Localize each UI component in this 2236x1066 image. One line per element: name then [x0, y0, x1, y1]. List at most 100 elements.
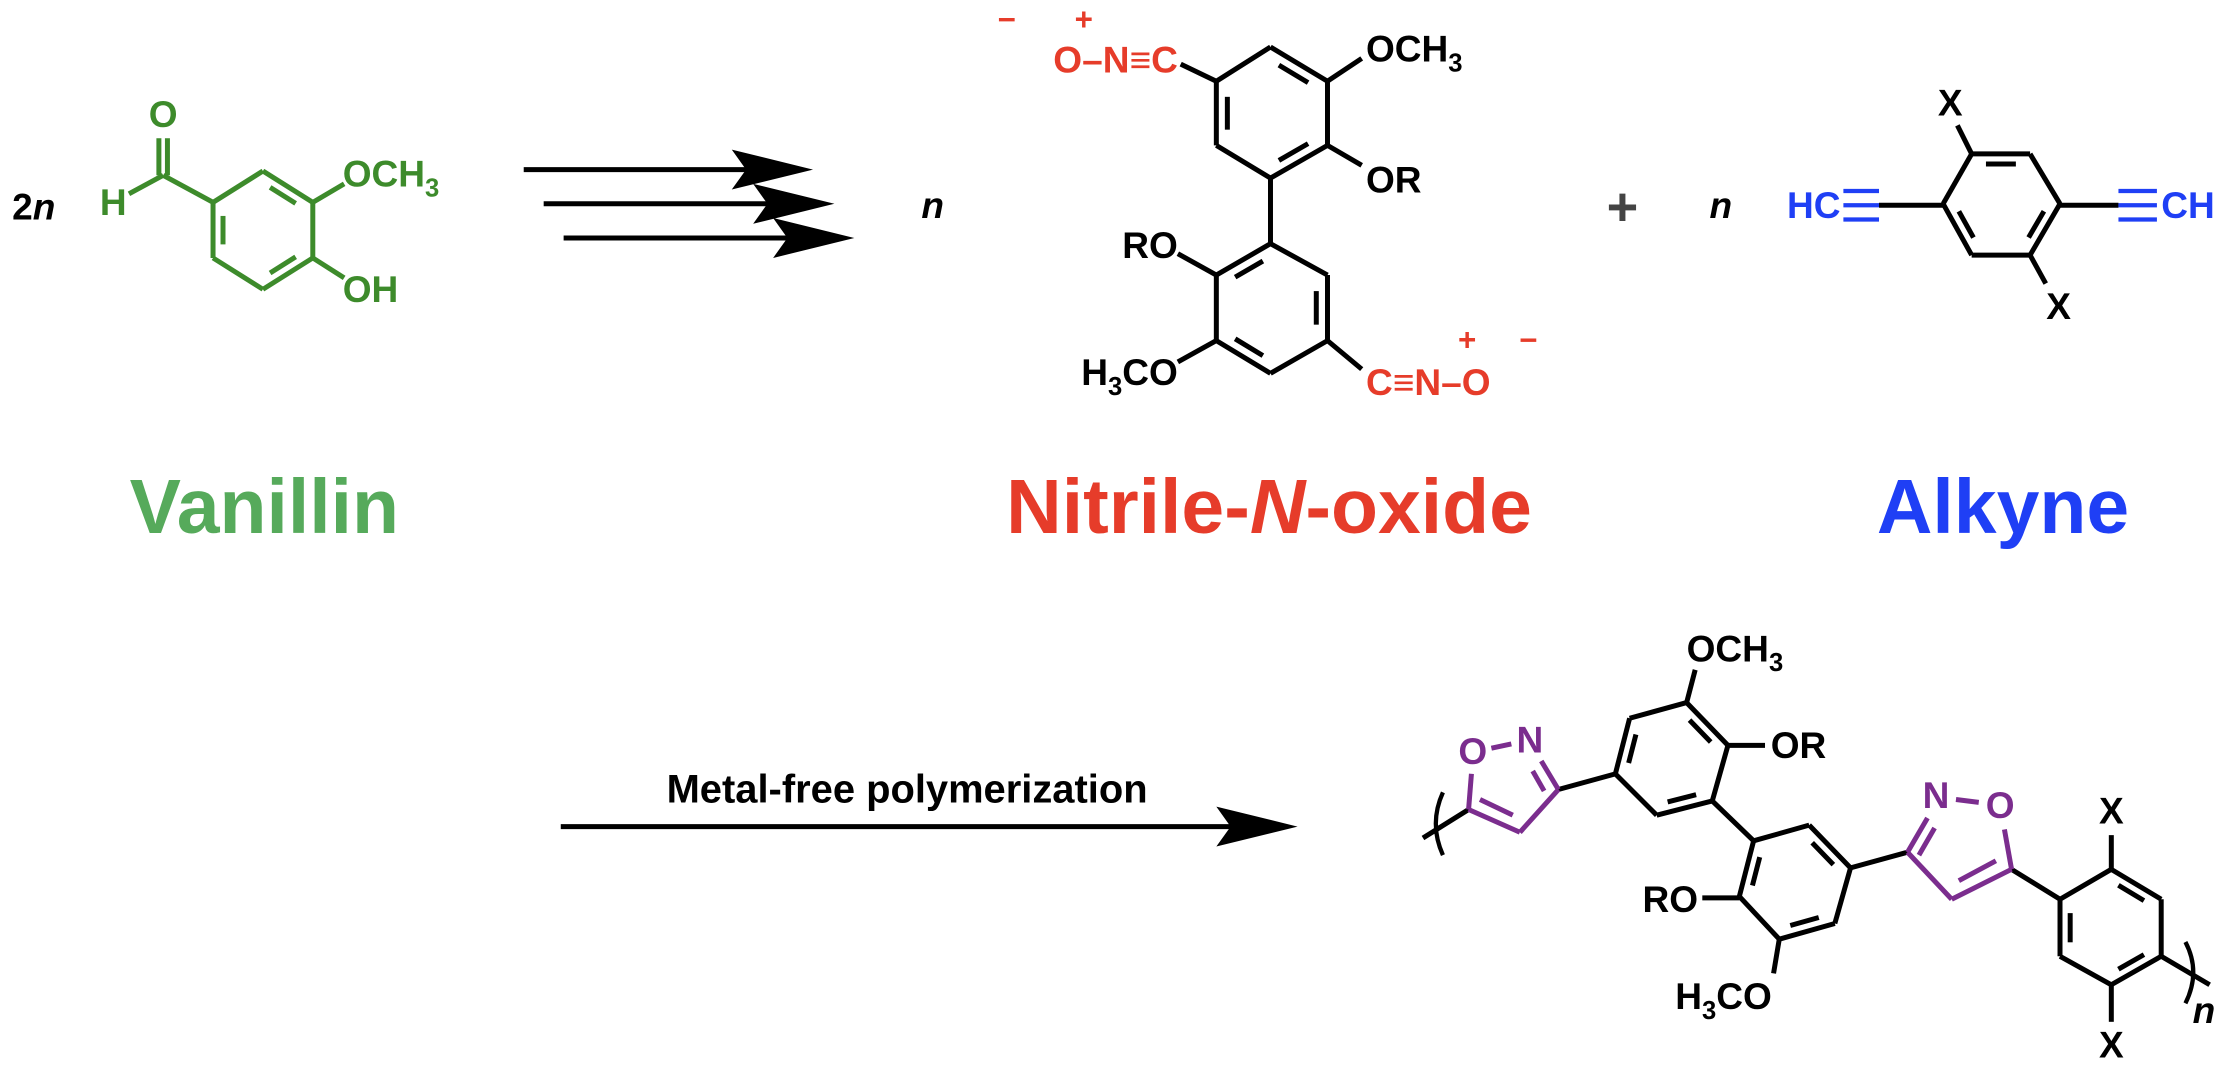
vanillin-ring-bond — [261, 168, 315, 205]
biphenyl-ring-bottom-bond — [1269, 338, 1329, 376]
biphenyl-ring-bottom-double-bond — [1233, 336, 1265, 358]
bond — [1955, 124, 1974, 156]
repeat-bracket-right — [2183, 941, 2196, 1005]
alkyne-ring-bond — [1940, 152, 1974, 206]
alkoxy-group: RO — [1642, 878, 1698, 920]
bond — [1905, 816, 1930, 854]
atom-h: H — [100, 181, 127, 223]
bond — [1326, 56, 1364, 84]
charge-minus: − — [1519, 323, 1537, 358]
substituent-x: X — [2099, 1023, 2124, 1065]
methoxy-group: OCH3 — [1687, 627, 1784, 677]
hydroxyl-group: OH — [343, 268, 399, 310]
bond — [161, 173, 215, 205]
alkoxy-group: OR — [1366, 158, 1422, 200]
alkyne-ring-bond — [2027, 202, 2063, 257]
charge-plus: + — [1075, 2, 1093, 37]
polymer-ring-2-bond — [1778, 921, 1836, 942]
bond — [1905, 850, 1954, 901]
polymer-ring-2-double-bond — [1789, 915, 1820, 928]
vanillin-coefficient: 2n — [12, 185, 55, 227]
biphenyl-ring-top-bond — [1269, 44, 1329, 84]
alkyne-label: Alkyne — [1877, 464, 2129, 550]
polymer-ring-1-bond — [1613, 772, 1659, 817]
bond — [127, 173, 165, 197]
polymer-phenylene-double-bond — [2117, 952, 2146, 972]
polymer-phenylene-bond — [2110, 954, 2163, 987]
bond — [1490, 741, 1512, 751]
bond — [311, 255, 346, 281]
step-arrow-1-head — [731, 149, 814, 190]
nitrile-oxide-group-top: O–N≡C — [1053, 39, 1178, 81]
polymer-ring-2-bond — [1832, 867, 1853, 925]
substituent-x: X — [2099, 790, 2124, 832]
bond — [1771, 938, 1782, 974]
nitrile-oxide-structure: O–N≡C − + OCH3 OR RO H3CO C≡N–O + − — [998, 2, 1538, 403]
substituent-x: X — [1938, 81, 1963, 123]
polymer-ring-1-bond — [1656, 798, 1713, 818]
alkyne-coefficient: n — [1710, 184, 1733, 226]
terminal-alkyne-left: HC — [1787, 184, 1841, 226]
bond — [1466, 773, 1474, 810]
polymer-ring-1-double-bond — [1667, 792, 1697, 805]
biphenyl-ring-bottom-bond — [1215, 241, 1272, 278]
nitrile-coefficient: n — [921, 184, 944, 226]
step-arrow-2-head — [753, 183, 835, 224]
bond — [1478, 797, 1514, 818]
methoxy-group: OCH3 — [343, 153, 440, 203]
bond — [1955, 797, 1980, 805]
vanillin-ring-double-bond — [268, 254, 297, 276]
vanillin-ring-bond — [261, 255, 315, 292]
polymer-ring-2-bond — [1737, 894, 1782, 941]
biphenyl-ring-top-bond — [1269, 143, 1329, 181]
reaction-condition: Metal-free polymerization — [667, 767, 1148, 811]
step-arrow-3-head — [773, 218, 855, 258]
bond — [1539, 759, 1561, 791]
vanillin-ring-bond — [211, 255, 265, 292]
methoxy-group: OCH3 — [1366, 27, 1463, 77]
biphenyl-ring-top-bond — [1215, 143, 1272, 181]
plus-sign: + — [1607, 177, 1639, 237]
polymer-ring-2-double-bond — [1810, 840, 1836, 867]
bond — [1557, 771, 1617, 792]
bond — [1179, 61, 1218, 84]
polymer-ring-1-bond — [1709, 744, 1731, 802]
polymer-phenylene-bond — [2058, 954, 2113, 987]
atom-o-carbonyl: O — [149, 93, 178, 135]
alkoxy-group: RO — [1122, 224, 1178, 266]
polymer-ring-2-bond — [1807, 823, 1853, 870]
biphenyl-ring-bottom-bond — [1269, 241, 1329, 278]
polymer-ring-2-bond — [1736, 840, 1757, 898]
bond — [2010, 867, 2062, 902]
polymer-structure: O N N O OCH3 OR RO H3CO X X n — [1433, 627, 2216, 1065]
repeat-unit-n: n — [2193, 989, 2216, 1031]
vanillin-structure: 2n H O OCH3 OH — [12, 93, 439, 310]
bond — [1684, 669, 1698, 704]
vanillin-label: Vanillin — [130, 464, 399, 550]
bond — [1518, 787, 1561, 834]
methoxy-group: H3CO — [1675, 975, 1772, 1025]
nitrile-oxide-label: Nitrile-N-oxide — [1006, 464, 1532, 550]
bond — [1916, 826, 1937, 857]
bond — [2159, 954, 2211, 987]
alkyne-ring-bond — [2027, 152, 2063, 206]
biphenyl-ring-top-double-bond — [1277, 141, 1310, 163]
bond — [1325, 338, 1364, 372]
isoxazole-o: O — [1458, 730, 1487, 772]
bond — [1176, 338, 1218, 365]
bond — [1326, 143, 1363, 168]
vanillin-ring-bond — [211, 168, 265, 205]
biphenyl-ring-top-bond — [1215, 44, 1272, 84]
charge-minus: − — [998, 2, 1016, 37]
polymer-phenylene-double-bond — [2117, 883, 2146, 903]
biphenyl-ring-bottom-bond — [1215, 338, 1272, 376]
biphenyl-ring-top-double-bond — [1277, 63, 1310, 85]
alkyne-ring-bond — [1940, 202, 1974, 257]
alkyne-ring-double-bond — [2026, 210, 2047, 239]
substituent-x: X — [2046, 285, 2071, 327]
bond — [2027, 253, 2048, 285]
polymerization-arrow-head — [1216, 806, 1298, 847]
charge-plus: + — [1458, 323, 1476, 358]
bond — [1176, 251, 1218, 278]
